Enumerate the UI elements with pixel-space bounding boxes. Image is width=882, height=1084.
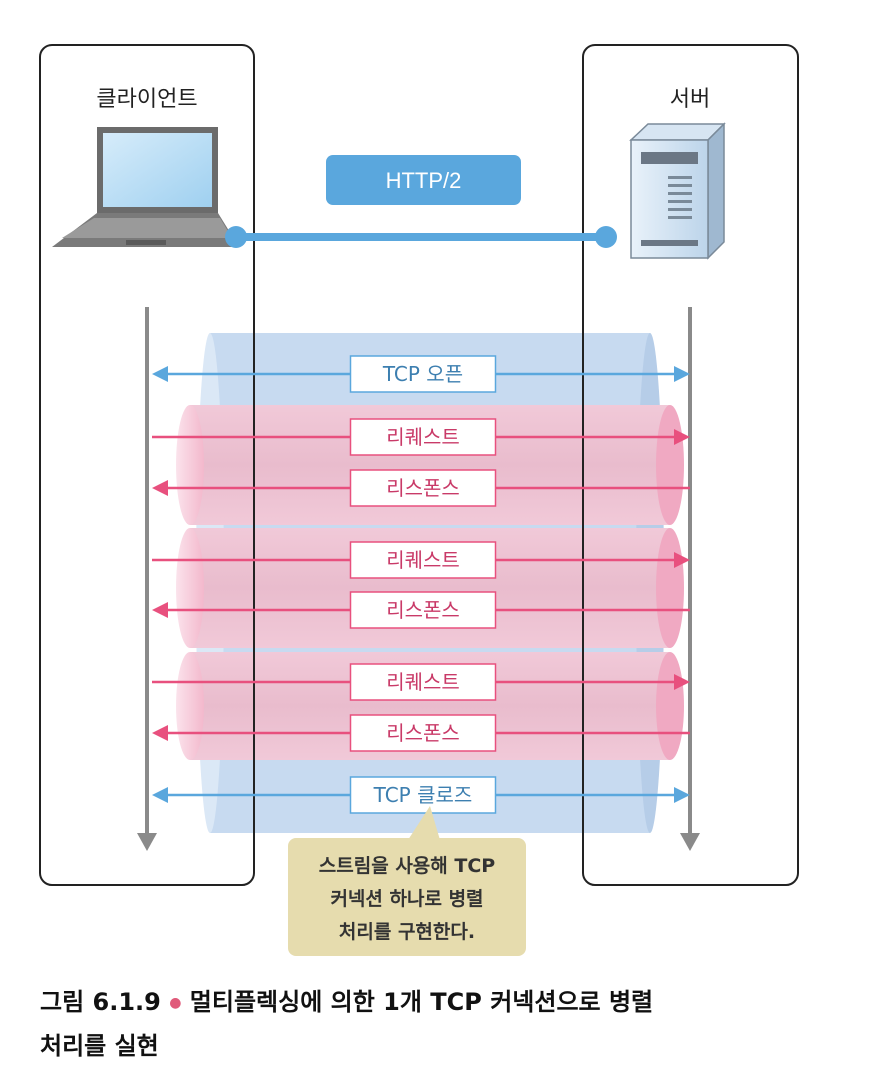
arrowhead — [152, 366, 168, 382]
figure-caption: 그림 6.1.9 ● 멀티플렉싱에 의한 1개 TCP 커넥션으로 병렬 — [40, 982, 653, 1017]
message-label: 리스폰스 — [386, 598, 460, 622]
message-request: 리퀘스트 — [152, 541, 690, 579]
figure-number: 그림 6.1.9 — [40, 988, 161, 1016]
message-request: 리퀘스트 — [152, 663, 690, 701]
arrowhead — [674, 674, 690, 690]
message-label: TCP 클로즈 — [373, 783, 473, 807]
message-label: 리스폰스 — [386, 476, 460, 500]
caption-line-1: 멀티플렉싱에 의한 1개 TCP 커넥션으로 병렬 — [189, 988, 654, 1016]
arrowhead — [674, 366, 690, 382]
server-lifeline — [680, 307, 700, 851]
client-lifeline — [137, 307, 157, 851]
message-label-box — [349, 418, 497, 456]
message-response: 리스폰스 — [152, 591, 690, 629]
message-label: TCP 오픈 — [382, 362, 463, 386]
protocol-badge: HTTP/2 — [326, 155, 521, 205]
caption-bullet: ● — [169, 995, 182, 1011]
message-label-box — [349, 714, 497, 752]
note-callout: 스트림을 사용해 TCP 커넥션 하나로 병렬 처리를 구현한다. — [288, 806, 526, 956]
message-label-box — [349, 663, 497, 701]
message-open: TCP 오픈 — [152, 355, 690, 393]
message-label: 리퀘스트 — [386, 425, 460, 449]
arrowhead — [152, 725, 168, 741]
arrowhead — [152, 602, 168, 618]
message-label-box — [349, 591, 497, 629]
note-line-2: 커넥션 하나로 병렬 — [330, 888, 483, 910]
message-close: TCP 클로즈 — [152, 776, 690, 814]
message-request: 리퀘스트 — [152, 418, 690, 456]
arrowhead — [674, 787, 690, 803]
client-label: 클라이언트 — [96, 87, 197, 112]
figure-caption-continued: 처리를 실현 — [40, 1026, 159, 1061]
message-response: 리스폰스 — [152, 714, 690, 752]
message-label-box — [349, 541, 497, 579]
server-box — [582, 44, 799, 886]
protocol-label: HTTP/2 — [386, 168, 462, 193]
message-label-box — [349, 355, 497, 393]
arrowhead — [674, 429, 690, 445]
message-label: 리퀘스트 — [386, 548, 460, 572]
server-tower-icon — [629, 122, 726, 260]
arrowhead — [152, 787, 168, 803]
message-label-box — [349, 776, 497, 814]
stream-tubes — [176, 405, 684, 760]
note-line-3: 처리를 구현한다. — [339, 921, 475, 943]
http2-connection-line — [225, 226, 617, 248]
laptop-icon — [52, 127, 239, 247]
message-label: 리스폰스 — [386, 721, 460, 745]
note-line-1: 스트림을 사용해 TCP — [319, 855, 495, 877]
server-label: 서버 — [670, 87, 710, 112]
client-box — [39, 44, 255, 886]
message-label: 리퀘스트 — [386, 670, 460, 694]
message-response: 리스폰스 — [152, 469, 690, 507]
caption-line-2: 처리를 실현 — [40, 1032, 159, 1060]
message-label-box — [349, 469, 497, 507]
arrowhead — [152, 480, 168, 496]
arrowhead — [674, 552, 690, 568]
stream-tube — [176, 405, 684, 525]
